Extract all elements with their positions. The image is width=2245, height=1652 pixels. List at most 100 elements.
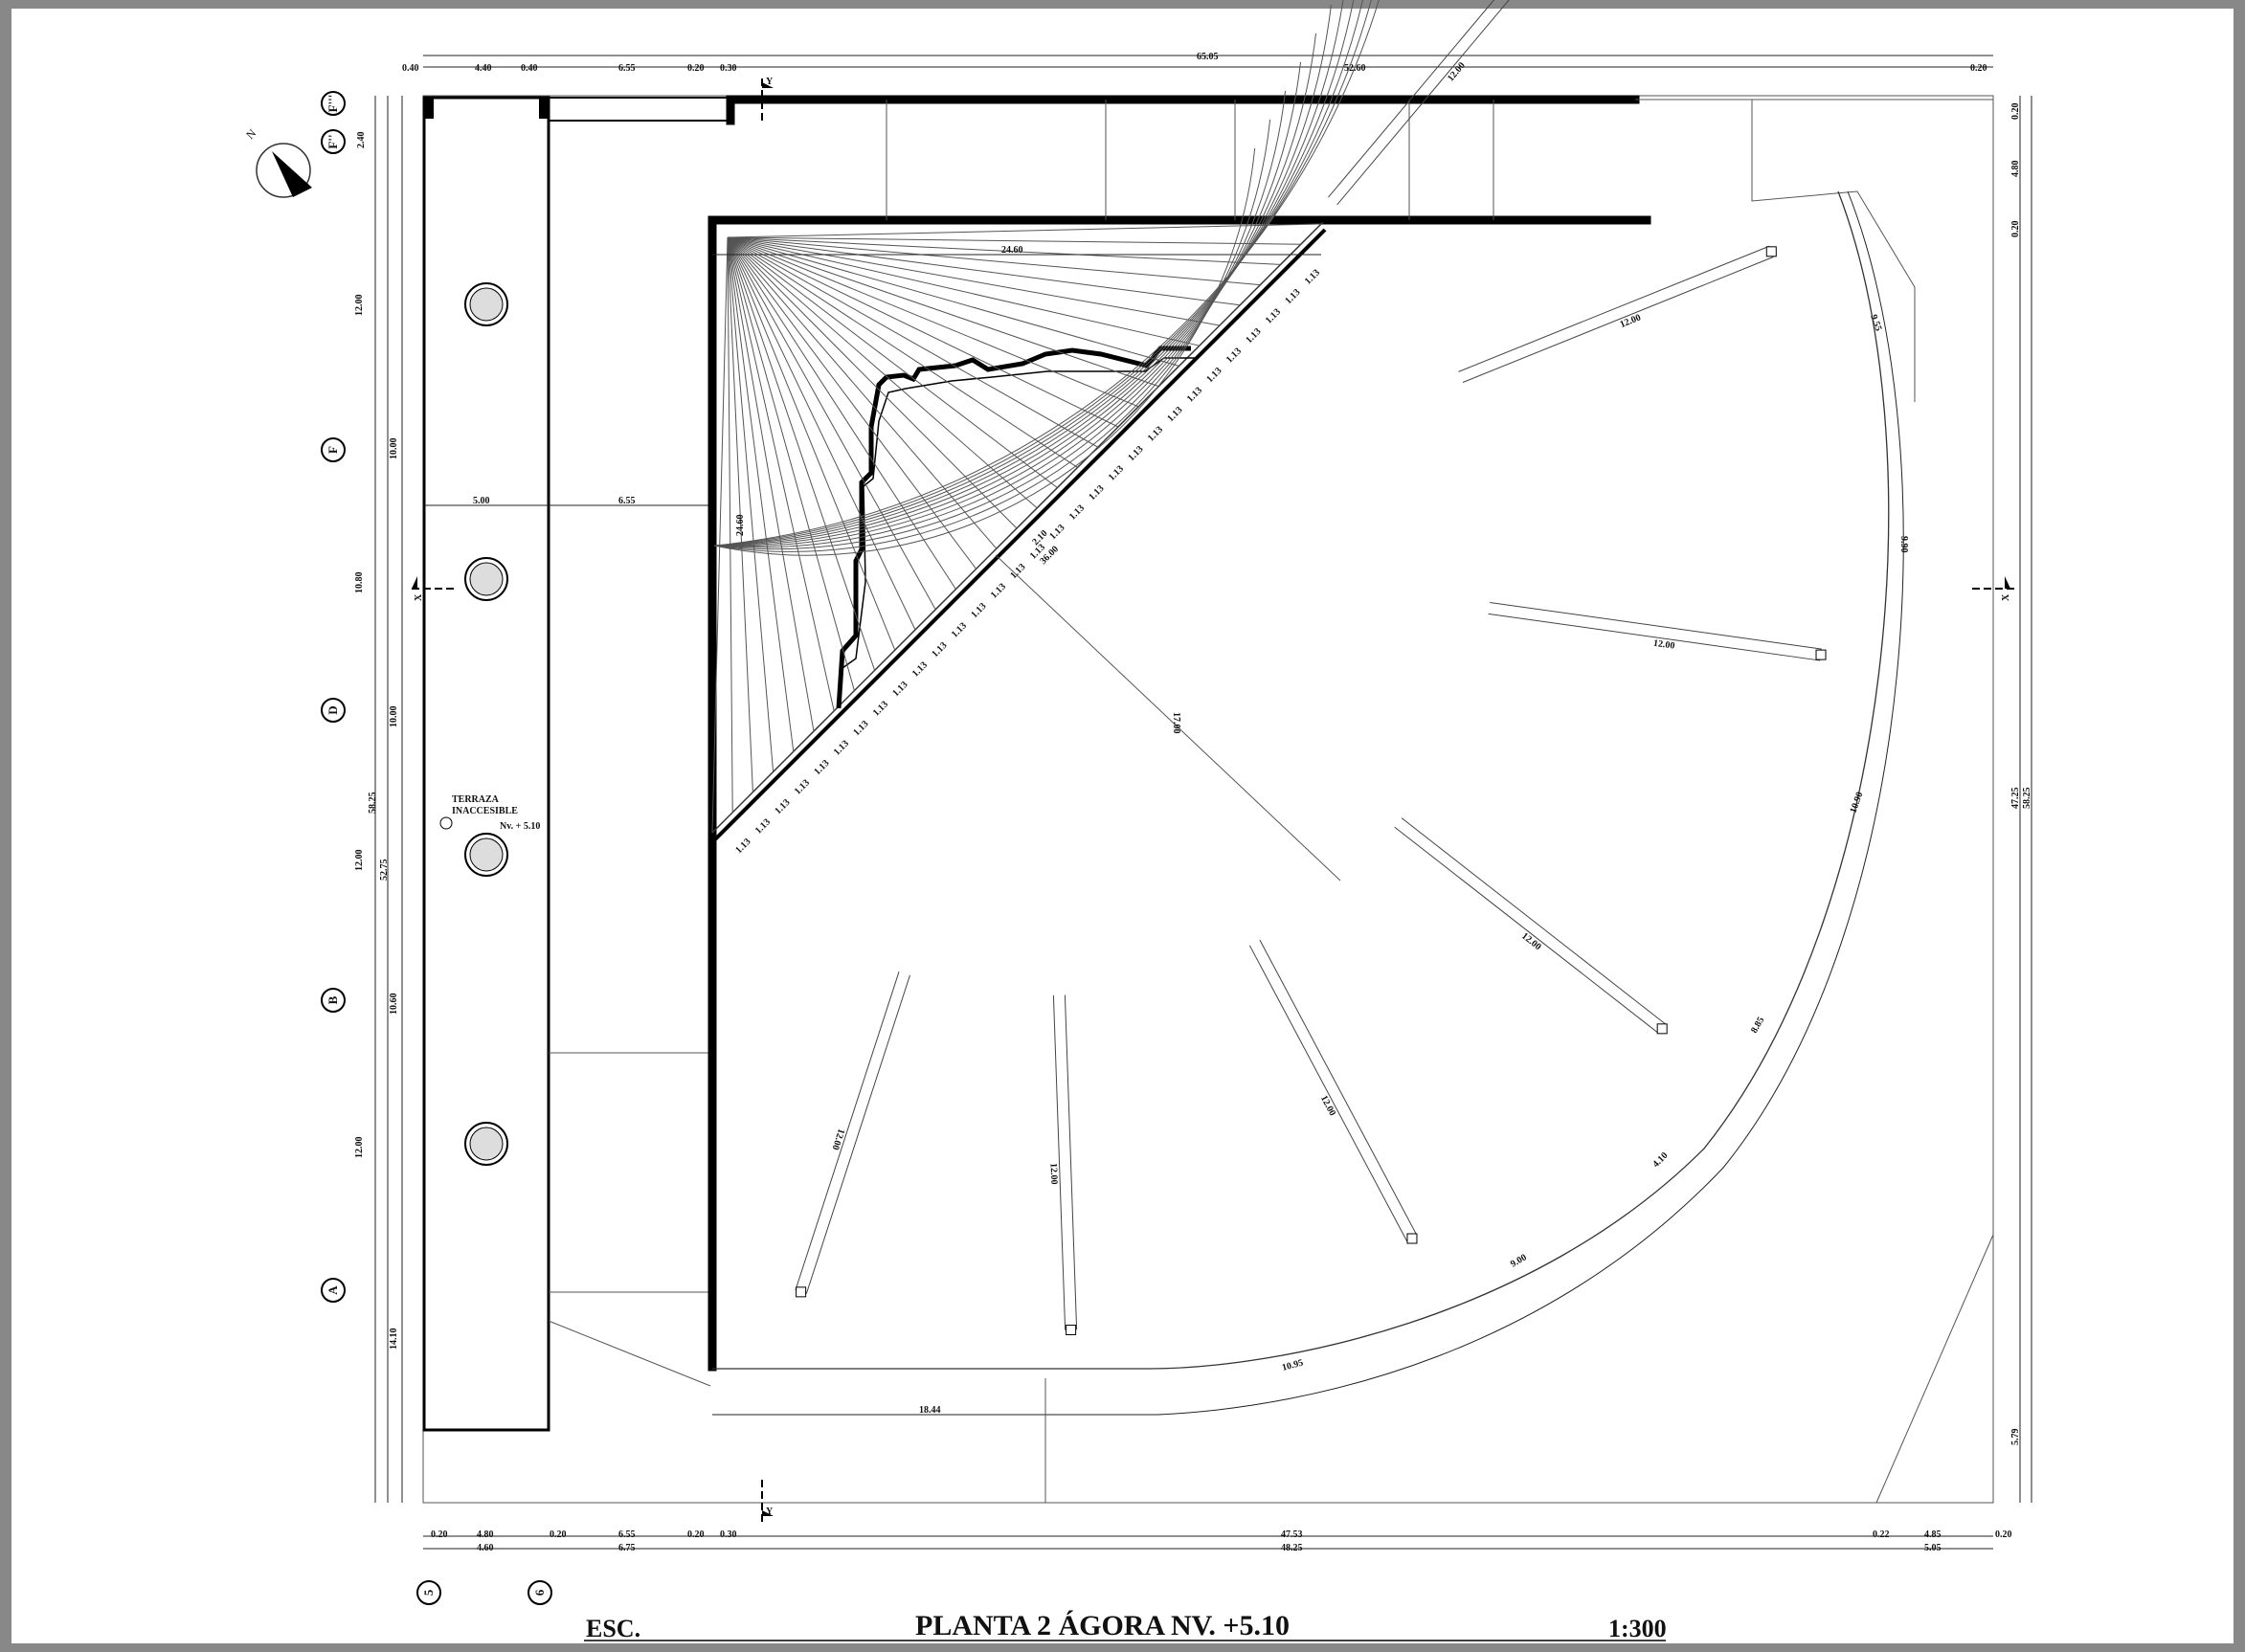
seating-arc (713, 0, 1355, 547)
aisle-end (1815, 649, 1827, 660)
aisle-dim: 12.00 (1652, 638, 1675, 652)
dim-arc-3: 8.85 (1749, 1016, 1766, 1036)
step-label: 1.13 (1165, 405, 1184, 424)
axis-label-b: B (326, 995, 340, 1004)
step-label: 1.13 (989, 581, 1008, 600)
aisle-line (1490, 601, 1822, 650)
aisle-line (1462, 256, 1774, 383)
dim-top-0: 0.40 (402, 63, 419, 74)
dim-right-4: 58.25 (2022, 788, 2032, 810)
axis-bubbles-left: F''' F'' F D B A (321, 91, 346, 1303)
fan-line (727, 236, 1018, 529)
step-label: 1.13 (1047, 523, 1066, 542)
right-dimension-chain: 0.20 4.80 0.20 47.25 58.25 5.79 (2010, 96, 2032, 1503)
dim-right-2: 0.20 (2010, 221, 2021, 238)
terrace-strip-outline (422, 96, 550, 1432)
aisle-dim: 12.00 (1446, 60, 1468, 83)
aisle-end (1406, 1233, 1418, 1244)
north-arrow-head (272, 151, 312, 197)
dim-top-1: 4.40 (475, 63, 492, 74)
axis-bubble-a (321, 1278, 346, 1303)
fan-line (727, 236, 876, 671)
step-label: 1.13 (1224, 346, 1244, 365)
fan-line (727, 236, 1139, 408)
step-label: 1.13 (969, 601, 988, 620)
dim-left-6: 14.10 (389, 1328, 399, 1351)
step-label: 1.13 (1087, 483, 1106, 502)
fan-line (727, 236, 896, 651)
dim-bot2-3: 5.05 (1924, 1543, 1942, 1553)
step-label: 1.13 (832, 738, 851, 757)
dim-left-4: 12.00 (354, 850, 365, 872)
fan-line (727, 236, 815, 732)
fan-line (727, 236, 753, 793)
dim-bot-4: 0.20 (687, 1529, 705, 1540)
scale-label: ESC. (586, 1615, 640, 1642)
aisle-line (1259, 939, 1418, 1237)
fan-line (727, 236, 1261, 286)
terrace-level: Nv. + 5.10 (500, 821, 540, 832)
aisle-end (1765, 246, 1777, 257)
aisle-line (1248, 945, 1408, 1242)
step-label: 1.13 (1283, 287, 1302, 306)
step-label: 1.13 (1008, 562, 1027, 581)
fan-line (727, 236, 1159, 388)
dim-bot2-1: 6.75 (618, 1543, 636, 1553)
step-label: 1.13 (1107, 463, 1126, 482)
seating-arc (713, 147, 1256, 556)
dim-left-5: 12.00 (354, 1137, 365, 1159)
terrace-label-2: INACCESIBLE (452, 806, 518, 816)
axis-bubble-f (321, 437, 346, 462)
site-lines (548, 100, 1994, 1504)
aisle-line (805, 974, 910, 1294)
aisle-line (1488, 613, 1821, 661)
axis-label-a: A (326, 1285, 340, 1295)
step-label: 1.13 (851, 719, 870, 738)
dim-bot-1: 4.80 (477, 1529, 494, 1540)
dim-arc-2: 10.90 (1848, 791, 1865, 815)
section-markers: Y Y X X (412, 77, 2014, 1522)
aisle-line (1458, 245, 1770, 372)
outer-ring (712, 190, 1890, 1370)
dim-radius: 17.00 (1171, 712, 1181, 734)
axis-bubble-b (321, 988, 346, 1013)
axis-label-f3: F''' (326, 95, 340, 113)
terrace-label-1: TERRAZA (452, 794, 500, 805)
fan-line (727, 236, 1200, 346)
dim-bottom-span: 18.44 (919, 1405, 941, 1416)
aisle-dim: 12.00 (1619, 312, 1643, 330)
aisle-dim: 12.00 (1048, 1163, 1060, 1185)
dim-left-sub-18: 10.60 (389, 993, 399, 1016)
step-label: 1.13 (1204, 366, 1224, 385)
fan-line (727, 236, 977, 569)
dim-bot-3: 6.55 (618, 1529, 636, 1540)
aisle-end (1656, 1023, 1668, 1035)
step-label: 1.13 (930, 640, 949, 659)
fan-line (727, 236, 1301, 245)
top-dimension-chain: 0.40 4.40 0.40 6.55 0.20 0.30 65.05 52.6… (402, 52, 1993, 74)
dim-bot-0: 0.20 (431, 1529, 448, 1540)
seating-arc (713, 0, 1344, 547)
step-label: 1.13 (812, 758, 831, 777)
dim-top-5: 0.30 (720, 63, 737, 74)
dim-bot2-0: 4.60 (477, 1543, 494, 1553)
fan-line (727, 236, 795, 752)
seating-arc (713, 0, 1380, 547)
dim-wedge-top: 24.60 (1001, 245, 1023, 256)
step-label: 1.13 (890, 680, 909, 699)
step-label: 1.13 (1126, 444, 1145, 463)
fan-line (711, 236, 729, 834)
axis-bubble-f2 (321, 129, 346, 154)
step-label: 1.13 (733, 837, 752, 856)
dim-bot-6: 47.53 (1281, 1529, 1303, 1540)
dim-corridor: 6.55 (618, 496, 636, 506)
seating-arc (713, 0, 1372, 547)
step-label: 1.13 (871, 699, 890, 718)
section-mark-left: X (414, 593, 424, 601)
aisle-line (1052, 994, 1066, 1330)
north-arrow: N (243, 126, 312, 198)
aisle-line (1064, 994, 1078, 1330)
dim-right-1: 4.80 (2010, 161, 2021, 178)
axis-label-5: 5 (421, 1589, 436, 1596)
